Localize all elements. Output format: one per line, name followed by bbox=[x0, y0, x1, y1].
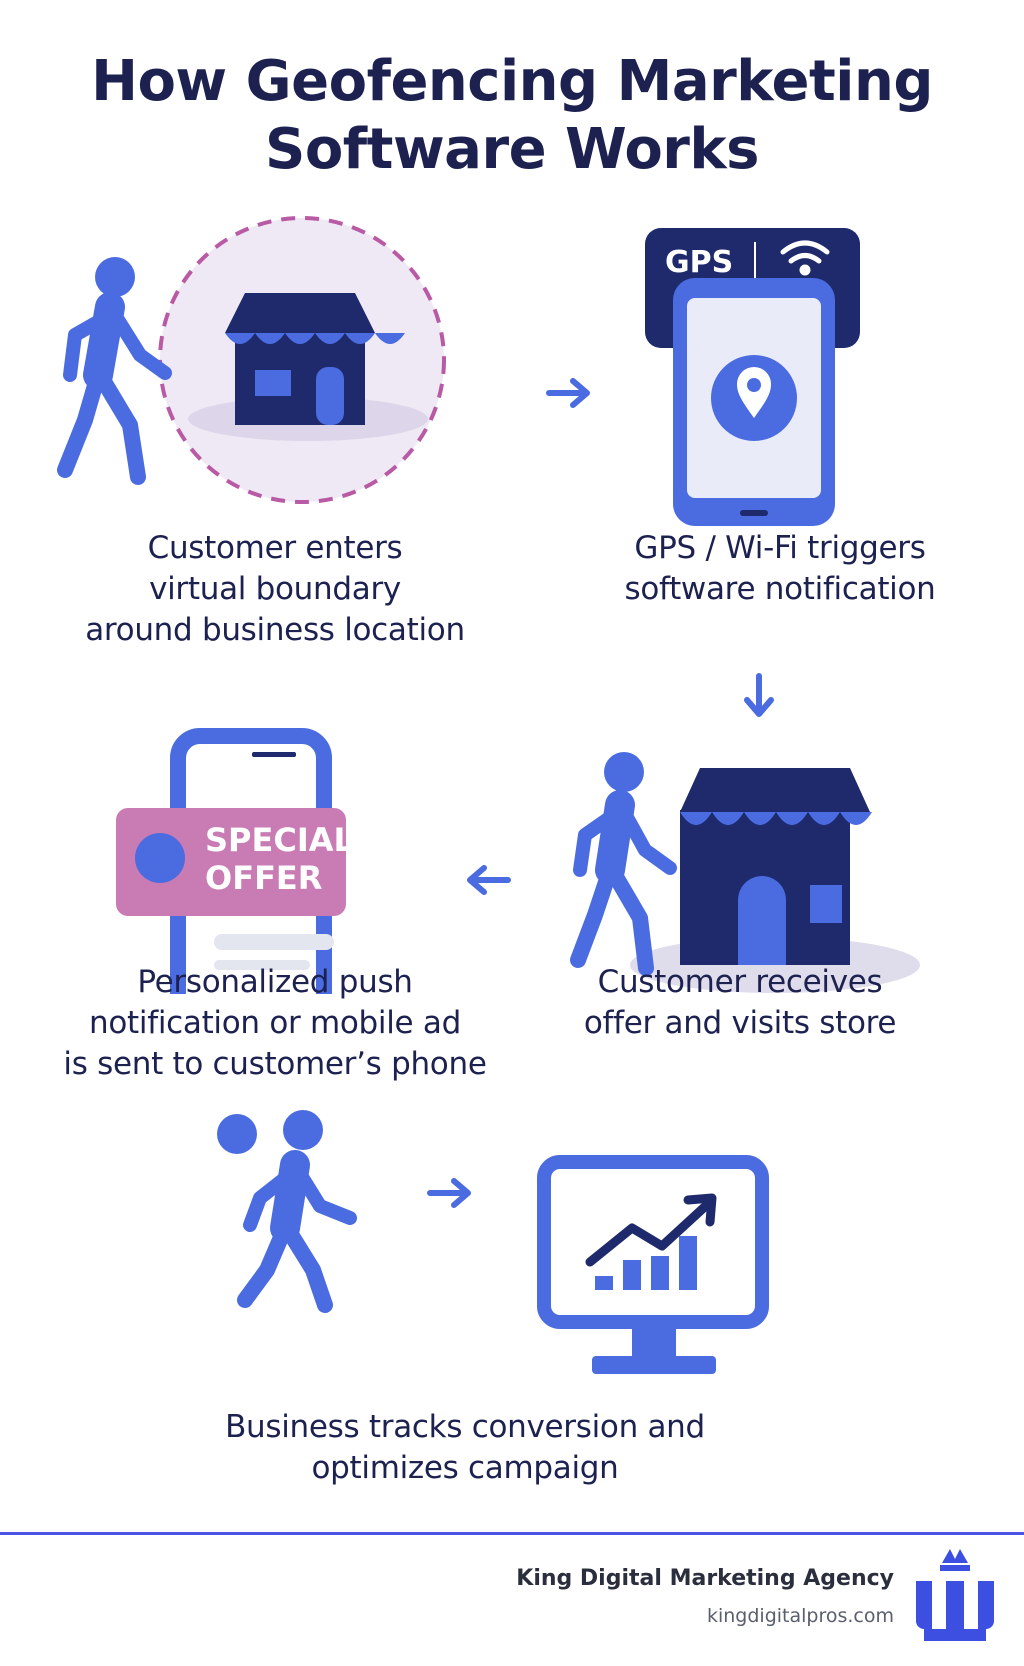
offer-badge bbox=[116, 808, 346, 916]
storefront-icon bbox=[225, 293, 405, 425]
step-2-caption: GPS / Wi-Fi triggers software notificati… bbox=[560, 528, 1000, 610]
footer-divider bbox=[0, 1532, 1024, 1535]
king-crown-logo-icon bbox=[916, 1549, 994, 1641]
step-1-caption: Customer enters virtual boundary around … bbox=[55, 528, 495, 651]
step-4-line-2: notification or mobile ad bbox=[89, 1005, 461, 1041]
brand-name: King Digital Marketing Agency bbox=[516, 1566, 894, 1591]
arrow-icon bbox=[546, 378, 590, 408]
people-icon bbox=[217, 1110, 357, 1313]
wifi-icon bbox=[780, 240, 830, 276]
step-3-caption: Customer receives offer and visits store bbox=[520, 962, 960, 1044]
step-5-caption: Business tracks conversion and optimizes… bbox=[180, 1407, 750, 1489]
bar-chart-icon bbox=[585, 1193, 717, 1290]
step-5-line-2: optimizes campaign bbox=[311, 1450, 619, 1486]
location-pin-icon bbox=[711, 355, 797, 441]
step-1-line-2: virtual boundary bbox=[149, 571, 401, 607]
step-4-line-3: is sent to customer’s phone bbox=[63, 1046, 487, 1082]
gps-label: GPS bbox=[665, 245, 733, 280]
offer-line-2: OFFER bbox=[205, 859, 322, 897]
monitor-icon bbox=[537, 1155, 769, 1374]
walking-person-icon bbox=[57, 257, 172, 485]
offer-line-1: SPECIAL bbox=[205, 821, 354, 859]
step-1-line-1: Customer enters bbox=[147, 530, 403, 566]
walking-person-icon bbox=[570, 752, 677, 976]
page-title: How Geofencing Marketing Software Works bbox=[0, 48, 1024, 184]
step-1-line-3: around business location bbox=[85, 612, 465, 648]
arrow-icon bbox=[744, 673, 774, 717]
phone-gps-illustration: GPS bbox=[645, 228, 860, 526]
special-offer-illustration: SPECIAL OFFER bbox=[116, 728, 354, 994]
arrow-icon bbox=[467, 865, 511, 895]
step-4-caption: Personalized push notification or mobile… bbox=[40, 962, 510, 1085]
step-3-line-2: offer and visits store bbox=[583, 1005, 897, 1041]
step-5-line-1: Business tracks conversion and bbox=[225, 1409, 705, 1445]
arrow-icon bbox=[427, 1178, 471, 1208]
visit-store-illustration bbox=[570, 752, 920, 993]
title-line-2: Software Works bbox=[265, 117, 760, 182]
geofence-illustration bbox=[57, 216, 446, 504]
step-2-line-1: GPS / Wi-Fi triggers bbox=[634, 530, 926, 566]
brand-url: kingdigitalpros.com bbox=[706, 1605, 894, 1627]
title-line-1: How Geofencing Marketing bbox=[91, 49, 933, 114]
smartphone-icon bbox=[170, 728, 332, 994]
step-3-line-1: Customer receives bbox=[597, 964, 883, 1000]
step-2-line-2: software notification bbox=[624, 571, 936, 607]
step-4-line-1: Personalized push bbox=[137, 964, 413, 1000]
storefront-icon bbox=[680, 768, 872, 965]
